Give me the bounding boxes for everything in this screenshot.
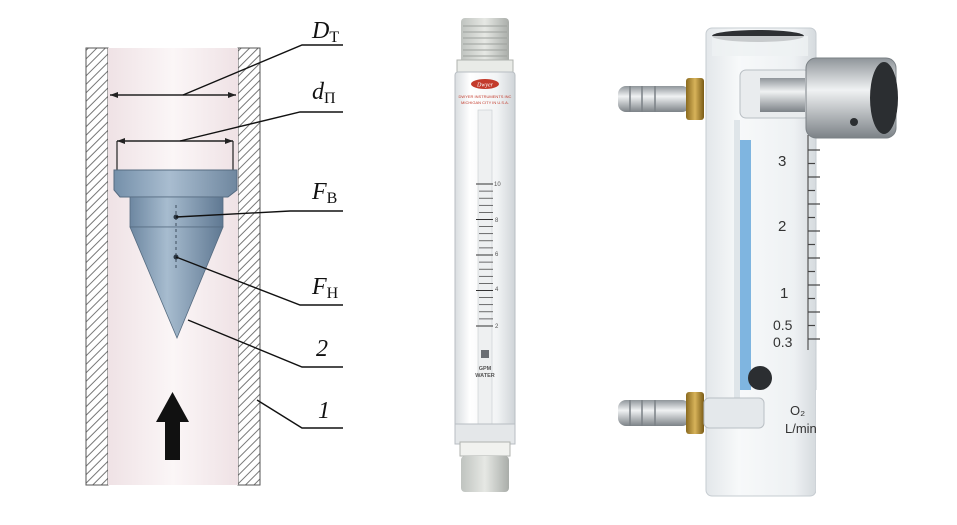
small-scale-label: 8 [495,218,499,224]
label-part-1: 1 [318,398,330,424]
large-scale-label: 0.5 [773,317,793,333]
unit-flow: L/min [785,421,817,436]
acrylic-body [705,27,817,497]
leader-dP [179,111,343,142]
inlet-fitting-top [618,86,690,112]
small-scale-label: 10 [494,182,501,188]
small-float [481,350,489,358]
bottom-cap [461,456,509,492]
label-float-diameter: dП [312,79,336,107]
tube-wall-right [237,47,261,486]
label-force-upper: FВ [311,179,337,207]
schematic-diagram: DТ dП FВ FН 2 1 [85,18,343,486]
small-scale-label: 4 [495,287,499,293]
float [113,169,238,340]
leader-FH [175,256,343,306]
svg-text:MICHIGAN CITY IN U.S.A.: MICHIGAN CITY IN U.S.A. [461,100,509,105]
label-tube-diameter: DТ [311,18,339,46]
large-scale-label: 2 [778,218,786,235]
blue-indicator [737,140,751,390]
svg-text:WATER: WATER [475,373,494,379]
leader-2 [187,319,343,368]
small-rotameter-photo: Dwyer DWYER INSTRUMENTS INC MICHIGAN CIT… [454,18,516,492]
leader-1 [256,399,343,429]
large-scale-label: 1 [780,285,788,302]
label-part-2: 2 [316,336,328,362]
large-scale-ticks [808,149,820,340]
large-scale-label: 0.3 [773,334,793,350]
small-scale-label: 2 [495,324,499,330]
float-ball [748,366,772,390]
brand-logo [471,79,499,89]
large-scale-label: 3 [778,153,786,170]
unit-gas: O₂ [790,403,805,418]
svg-text:DWYER INSTRUMENTS INC: DWYER INSTRUMENTS INC [459,94,512,99]
top-cap [461,18,509,64]
leader-FB [175,210,343,218]
tube-wall-left [85,47,109,486]
small-scale-ticks [476,183,493,327]
inlet-fitting-bottom [618,400,690,426]
flow-arrow-icon [156,392,189,460]
large-flowmeter-photo: 3 2 1 0.5 0.3 O₂ L/min [618,27,957,525]
label-force-lower: FН [311,274,339,302]
svg-text:Dwyer: Dwyer [476,83,494,89]
leader-DT [182,44,343,96]
small-scale-label: 6 [495,252,499,258]
svg-text:GPM: GPM [479,366,492,372]
